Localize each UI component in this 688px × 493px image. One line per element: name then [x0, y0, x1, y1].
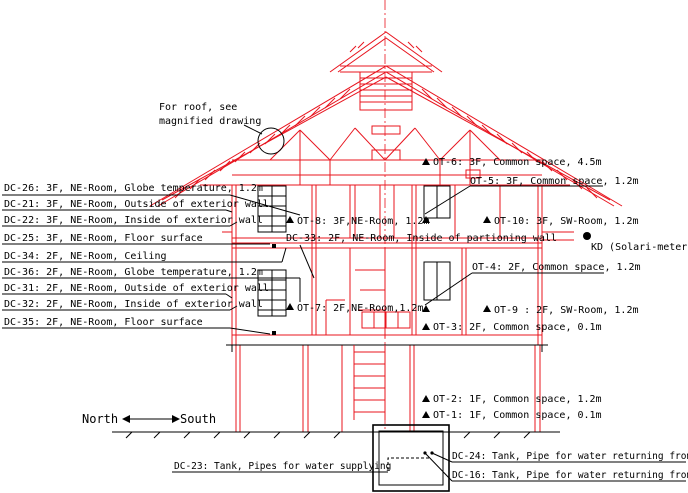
roof-note-line2: magnified drawing: [159, 116, 261, 127]
compass: North South: [82, 412, 216, 426]
label-dc26: DC-26: 3F, NE-Room, Globe temperature, 1…: [4, 183, 263, 194]
tank-label-group: DC-24: Tank, Pipe for water returning fr…: [172, 451, 688, 482]
window-3f-left: [257, 185, 287, 233]
window-2f-right: [423, 261, 451, 301]
label-dc35: DC-35: 2F, NE-Room, Floor surface: [4, 317, 203, 328]
triangle-ot8: [286, 216, 294, 223]
compass-north: North: [82, 412, 118, 426]
cupola: [329, 31, 443, 111]
label-ot10: OT-10: 3F, SW-Room, 1.2m: [494, 216, 639, 227]
label-dc31: DC-31: 2F, NE-Room, Outside of exterior …: [4, 283, 269, 294]
label-dc36: DC-36: 2F, NE-Room, Globe temperature, 1…: [4, 267, 263, 278]
label-ot1: OT-1: 1F, Common space, 0.1m: [433, 410, 602, 421]
window-3f-right: [423, 185, 451, 219]
left-label-group: DC-26: 3F, NE-Room, Globe temperature, 1…: [2, 183, 301, 335]
label-dc23: DC-23: Tank, Pipes for water supplying: [174, 461, 391, 472]
staircase: [325, 247, 386, 420]
roof: [149, 65, 623, 207]
right-label-group: OT-6: 3F, Common space, 4.5m OT-5: 3F, C…: [422, 157, 688, 421]
label-ot9: OT-9 : 2F, SW-Room, 1.2m: [494, 305, 639, 316]
triangle-ot7: [286, 303, 294, 310]
kd-sensor-dot: [583, 232, 591, 240]
label-ot6: OT-6: 3F, Common space, 4.5m: [433, 157, 602, 168]
label-ot8: OT-8: 3F,NE-Room, 1.2m: [297, 216, 429, 227]
label-dc22: DC-22: 3F, NE-Room, Inside of exterior w…: [4, 215, 263, 226]
label-dc25: DC-25: 3F, NE-Room, Floor surface: [4, 233, 203, 244]
label-dc32: DC-32: 2F, NE-Room, Inside of exterior w…: [4, 299, 263, 310]
label-dc34: DC-34: 2F, NE-Room, Ceiling: [4, 251, 167, 262]
roof-detail-circle: [257, 127, 285, 155]
label-ot7: OT-7: 2F,NE-Room,1.2m: [297, 303, 423, 314]
label-dc21: DC-21: 3F, NE-Room, Outside of exterior …: [4, 199, 269, 210]
compass-south: South: [180, 412, 216, 426]
label-kd: KD (Solari-meter): [591, 242, 688, 253]
water-tank: [372, 424, 450, 492]
ground-hatch: [125, 431, 531, 439]
railing: [361, 311, 411, 329]
label-dc16: DC-16: Tank, Pipe for water returning fr…: [452, 470, 688, 481]
sensor-markers: [272, 232, 591, 335]
label-ot5: OT-5: 3F, Common space, 1.2m: [470, 176, 639, 187]
label-dc33: DC-33: 2F, NE-Room, Inside of partioning…: [286, 233, 557, 244]
roof-note-line1: For roof, see: [159, 102, 237, 113]
label-ot4: OT-4: 2F, Common space, 1.2m: [472, 262, 641, 273]
vent: [465, 169, 481, 179]
label-ot2: OT-2: 1F, Common space, 1.2m: [433, 394, 602, 405]
label-dc24: DC-24: Tank, Pipe for water returning fr…: [452, 451, 688, 462]
label-ot3: OT-3: 2F, Common space, 0.1m: [433, 322, 602, 333]
north-arrow-icon: [122, 415, 130, 423]
south-arrow-icon: [172, 415, 180, 423]
